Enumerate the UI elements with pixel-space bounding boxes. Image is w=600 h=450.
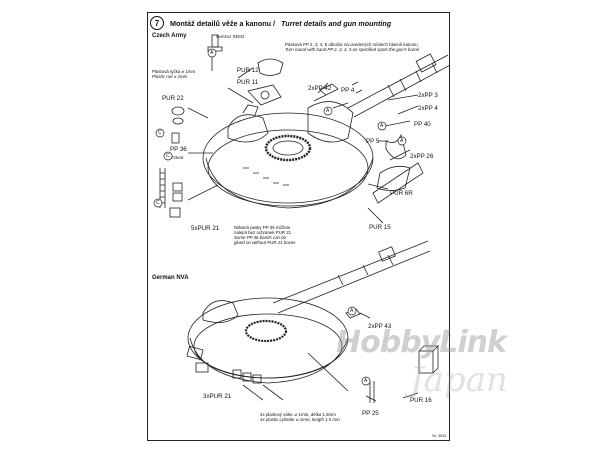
note-wire-bottom-en: 4x plastic cylinder ⌀ 1mm, length 1,5 mm (260, 417, 340, 422)
section-czech-army: Czech Army (152, 33, 187, 39)
label-pur22: PUR 22 (162, 95, 184, 102)
marker-c: C (156, 200, 160, 206)
note-wire-top-en: Plastic rod ⌀ 1mm (152, 74, 188, 79)
label-pp5: PP 5 (366, 138, 380, 145)
assembly-drawing (153, 34, 449, 403)
watermark-hobbylink: HobbyLink (336, 325, 507, 360)
label-pur15: PUR 15 (369, 224, 391, 231)
label-pp4: 2xPP 4 (418, 105, 438, 112)
label-5xpur21: 5xPUR 21 (191, 225, 220, 232)
note-wire-bottom-cz: 4x plastový válec ⌀ 1mm, délka 1,5mm (260, 412, 336, 417)
note-pp-bands-en: Turn round with band PP 2, 3, 4, 5 on sp… (285, 47, 420, 52)
section-german-nva: German NVA (152, 275, 189, 281)
note-wire-top-cz: Plastová tyčka ⌀ 1mm (152, 69, 196, 74)
label-pp42: 2xPP 42 (308, 85, 332, 92)
label-pp26: 2xPP 26 (410, 153, 434, 160)
marker-c: C (158, 130, 162, 136)
title-english: Turret details and gun mounting (281, 18, 392, 28)
label-pur12: PUR 12 (237, 67, 259, 74)
marker-a: A (380, 123, 384, 129)
label-pp40: PP 40 (414, 121, 431, 128)
instruction-sheet: 7 Montáž detailů věže a kanonu / Turret … (147, 12, 450, 441)
marker-a: A (210, 50, 214, 56)
marker-a: A (400, 138, 404, 144)
step-number: 7 (150, 16, 164, 30)
marker-a: A (326, 108, 330, 114)
marker-a: A (364, 378, 368, 384)
marker-c: C (166, 153, 170, 159)
note-pp36-cz-2: nalepit bez ochranek PUR 21 (234, 230, 292, 235)
title-row: 7 Montáž detailů věže a kanonu / Turret … (150, 15, 391, 31)
label-pp25: PP 25 (362, 410, 379, 417)
note-pp-bands-cz: Pásková PP 2, 3, 4, 5 obtočte na uvedený… (285, 42, 418, 47)
label-3xpur21: 3xPUR 21 (203, 393, 232, 400)
watermark-japan: Japan (410, 360, 508, 400)
note-pp36-en-2: glued on without PUR 21 boxes (234, 240, 296, 245)
label-pur6r: PUR 6R (390, 190, 413, 197)
label-pur16: PUR 16 (410, 397, 432, 404)
label-otvor: Otvor (172, 156, 184, 161)
label-pp43: 2xPP 43 (368, 323, 392, 330)
label-sensor: Senzor SDIO (216, 35, 245, 40)
note-pp36-cz-1: Nitkaná pasky PP 36 můžete (234, 225, 291, 230)
part-code: Nr. 3543 (432, 434, 446, 438)
marker-a: A (350, 308, 354, 314)
label-pp3: 2xPP 3 (418, 92, 438, 99)
label-pp4-top: PP 4 (341, 87, 355, 94)
note-pp36-en-1: Some PP 36 bands can be (234, 235, 287, 240)
label-pur11: PUR 11 (237, 79, 259, 86)
title-czech: Montáž detailů věže a kanonu / (170, 18, 276, 28)
label-pp36: PP 36 (170, 146, 187, 153)
